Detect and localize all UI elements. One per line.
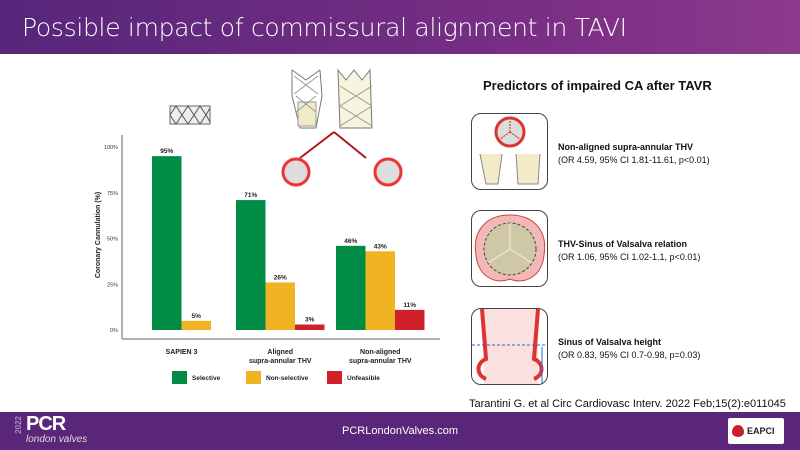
y-axis-label: Coronary Cannulation (%)	[95, 192, 102, 278]
legend-label: Non-selective	[266, 375, 309, 382]
predictor-3: Sinus of Valsalva height (OR 0.83, 95% CI…	[558, 336, 700, 362]
heart-icon	[732, 425, 744, 437]
legend-label: Selective	[192, 375, 221, 382]
predictor-name: Sinus of Valsalva height	[558, 337, 662, 347]
predictor-1: Non-aligned supra-annular THV (OR 4.59, 9…	[558, 141, 710, 167]
partner-name: EAPCI	[747, 426, 775, 436]
x-tick-label: supra-annular THV	[349, 358, 412, 365]
bar-data-label: 11%	[403, 302, 416, 309]
bar-data-label: 95%	[160, 148, 173, 155]
bar-unfeasible	[395, 309, 425, 330]
bar-data-label: 43%	[374, 243, 387, 250]
x-tick-label: SAPIEN 3	[166, 349, 198, 356]
y-tick-label: 75%	[107, 191, 118, 197]
bar-data-label: 3%	[305, 317, 315, 324]
coronary-cannulation-chart: 0% 25% 50% 75% 100% Coronary Cannulation (%) 9…	[95, 131, 440, 384]
non-aligned-thv-image	[471, 113, 548, 190]
predictor-stats: (OR 4.59, 95% CI 1.81-11.61, p<0.01)	[558, 155, 710, 165]
header-bar	[0, 0, 800, 54]
sinus-height-image	[471, 308, 548, 385]
eapci-logo: EAPCI	[728, 418, 784, 444]
x-tick-label: supra-annular THV	[249, 358, 312, 365]
predictor-name: THV-Sinus of Valsalva relation	[558, 239, 688, 249]
bar-non-selective	[181, 320, 211, 330]
predictors-title: Predictors of impaired CA after TAVR	[483, 78, 712, 93]
sapien-valve-image	[169, 105, 211, 125]
bar-data-label: 71%	[244, 192, 257, 199]
bar-data-label: 46%	[344, 238, 357, 245]
x-tick-label: Non-aligned	[360, 349, 400, 356]
bar-selective	[236, 200, 266, 330]
legend-label: Unfeasible	[347, 375, 380, 382]
legend-swatch	[327, 371, 342, 384]
bar-data-label: 5%	[192, 313, 202, 320]
footer-bar	[0, 412, 800, 450]
legend-swatch	[172, 371, 187, 384]
slide-title: Possible impact of commissural alignment…	[22, 13, 627, 42]
y-tick-label: 0%	[110, 328, 118, 334]
predictor-stats: (OR 0.83, 95% CI 0.7-0.98, p=0.03)	[558, 350, 701, 360]
y-tick-label: 100%	[104, 145, 118, 151]
predictor-stats: (OR 1.06, 95% CI 1.02-1.1, p<0.01)	[558, 252, 701, 262]
bar-non-selective	[265, 282, 295, 330]
citation: Tarantini G. et al Circ Cardiovasc Inter…	[469, 398, 786, 410]
bar-unfeasible	[295, 324, 325, 330]
bar-data-label: 26%	[274, 274, 287, 281]
arrows	[299, 131, 367, 159]
y-tick-label: 50%	[107, 237, 118, 243]
non-aligned-valve-icon	[373, 157, 403, 187]
bar-non-selective	[365, 251, 395, 330]
bar-selective	[152, 156, 182, 330]
thv-sinus-relation-image	[471, 210, 548, 287]
aligned-valve-icon	[281, 157, 311, 187]
bar-selective	[336, 245, 366, 330]
predictor-name: Non-aligned supra-annular THV	[558, 142, 694, 152]
footer-url[interactable]: PCRLondonValves.com	[342, 425, 458, 437]
supra-annular-valves-image	[291, 68, 373, 129]
logo-sub: london valves	[26, 434, 88, 445]
y-tick-label: 25%	[107, 282, 118, 288]
logo-main: PCR	[26, 413, 66, 435]
legend-swatch	[246, 371, 261, 384]
predictor-2: THV-Sinus of Valsalva relation (OR 1.06, …	[558, 238, 700, 264]
x-tick-label: Aligned	[267, 349, 293, 356]
